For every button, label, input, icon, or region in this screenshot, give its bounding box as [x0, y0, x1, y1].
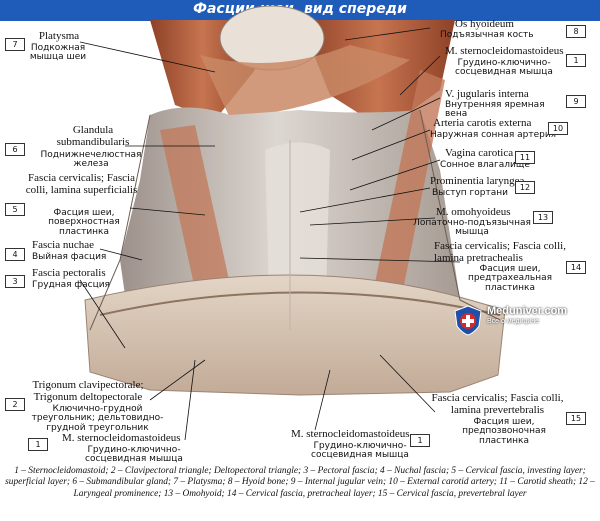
clavicle-line: [99, 291, 501, 316]
label-russian: Внутренняя яремная вена: [445, 100, 545, 120]
label-number: 7: [5, 38, 25, 51]
label-number: 11: [515, 151, 535, 164]
label-latin: Fascia nuchae: [32, 239, 94, 251]
label-russian: Подкожная мышца шеи: [29, 43, 87, 63]
label-russian: Сонное влагалище: [440, 160, 530, 170]
label-number: 3: [5, 275, 25, 288]
label-number: 4: [5, 248, 25, 261]
label-russian: Грудино-ключично-сосцевидная мышца: [311, 441, 409, 461]
label-latin: M. sternocleidomastoideus: [445, 45, 564, 57]
label-russian: Фасция шеи, предтрахеальная пластинка: [467, 264, 553, 293]
leader-lines: [79, 27, 461, 441]
label-number: 1: [28, 438, 48, 451]
label-russian: Подъязычная кость: [440, 30, 534, 40]
label-russian: Выйная фасция: [32, 252, 107, 262]
meduniver-logo-icon: [454, 305, 482, 336]
label-russian: Грудная фасция: [32, 280, 110, 290]
label-number: 6: [5, 143, 25, 156]
label-russian: Наружная сонная артерия: [430, 130, 557, 140]
label-latin: Os hyoideum: [455, 18, 514, 30]
label-russian: Ключично-грудной треугольник; дельтовидн…: [31, 404, 164, 433]
label-number: 8: [566, 25, 586, 38]
label-latin: M. sternocleidomastoideus: [62, 432, 181, 444]
label-number: 1: [566, 54, 586, 67]
label-russian: Поднижнечелюстная железа: [40, 150, 142, 170]
label-latin: Fascia pectoralis: [32, 267, 106, 279]
label-latin: V. jugularis interna: [445, 88, 529, 100]
label-number: 10: [548, 122, 568, 135]
chest-shape: [84, 274, 506, 396]
label-number: 13: [533, 211, 553, 224]
watermark-tagline: Все о медицине: [487, 318, 540, 325]
label-russian: Выступ гортани: [432, 188, 508, 198]
label-russian: Грудино-ключично-сосцевидная мышца: [455, 58, 553, 78]
label-latin: Prominentia laryngea: [430, 175, 525, 187]
label-russian: Фасция шеи, поверхностная пластинка: [48, 208, 120, 237]
label-latin: Vagina carotica: [445, 147, 514, 159]
label-latin: Fascia cervicalis; Fascia colli, lamina …: [431, 392, 564, 416]
label-latin: M. sternocleidomastoideus: [291, 428, 410, 440]
label-number: 15: [566, 412, 586, 425]
label-latin: Platysma: [38, 30, 80, 42]
label-latin: Glandula submandibularis: [56, 124, 130, 148]
label-latin: Trigonum clavipectorale; Trigonum deltop…: [32, 379, 144, 403]
label-latin: Fascia cervicalis; Fascia colli, lamina …: [25, 172, 138, 196]
label-russian: Лопаточно-подъязычная мышца: [413, 218, 531, 238]
label-number: 2: [5, 398, 25, 411]
platysma-shape: [200, 45, 410, 118]
label-latin: M. omohyoideus: [436, 206, 511, 218]
label-number: 12: [515, 181, 535, 194]
label-number: 1: [410, 434, 430, 447]
figure-caption: 1 – Sternocleidomastoid; 2 – Clavipector…: [5, 466, 595, 499]
watermark-name: Meduniver.com: [487, 305, 568, 317]
label-number: 5: [5, 203, 25, 216]
label-latin: Arteria carotis externa: [433, 117, 532, 129]
label-number: 14: [566, 261, 586, 274]
label-number: 9: [566, 95, 586, 108]
label-russian: Фасция шеи, предпозвоночная пластинка: [462, 417, 546, 446]
label-russian: Грудино-ключично-сосцевидная мышца: [85, 445, 183, 465]
label-latin: Fascia cervicalis; Fascia colli, lamina …: [434, 240, 566, 264]
